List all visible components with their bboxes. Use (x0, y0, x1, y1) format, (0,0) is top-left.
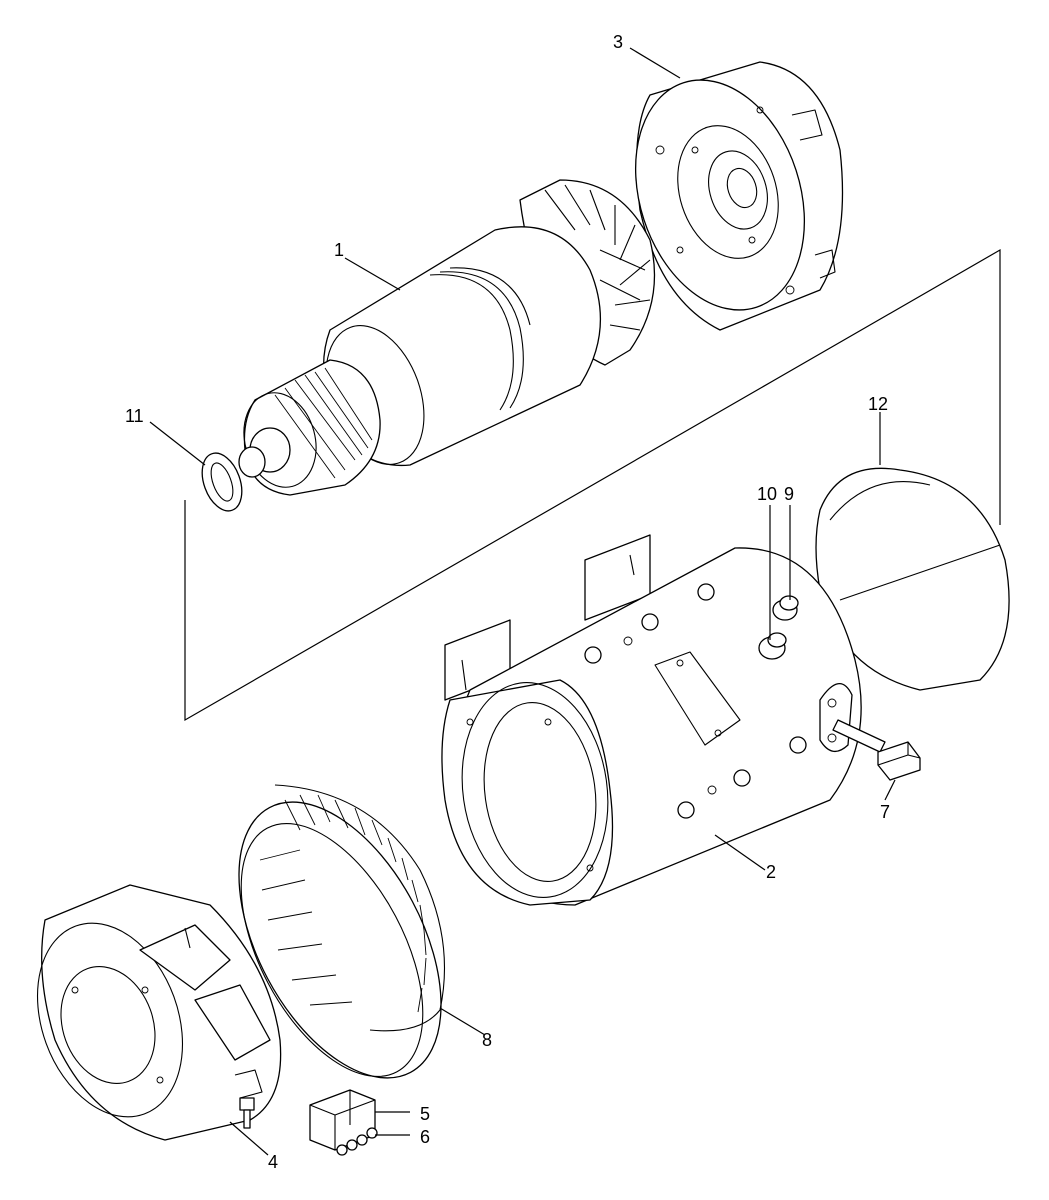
callout-9: 9 (784, 484, 794, 504)
callout-7: 7 (880, 802, 890, 822)
part-11-ring (201, 452, 243, 512)
callout-12: 12 (868, 394, 888, 414)
callout-3: 3 (613, 32, 623, 52)
callout-6: 6 (420, 1127, 430, 1147)
part-5-terminal-block (309, 1089, 376, 1151)
callout-8: 8 (482, 1030, 492, 1050)
part-4-end-shield (36, 884, 282, 1141)
callout-2: 2 (766, 862, 776, 882)
part-3-end-shield (634, 61, 844, 331)
part-10-stud (758, 632, 787, 660)
part-9-stud (772, 595, 799, 621)
part-2-housing (441, 534, 862, 906)
part-1-armature (238, 179, 656, 496)
leader-lines (149, 47, 896, 1156)
callout-1: 1 (334, 240, 344, 260)
callout-labels: 1 2 3 4 5 6 7 8 9 10 11 12 (125, 32, 890, 1172)
assembly-bracket-line (184, 248, 1001, 722)
part-7-sensor (832, 719, 921, 781)
part-6-terminal-posts (336, 1127, 378, 1156)
callout-11: 11 (125, 406, 144, 426)
callout-4: 4 (268, 1152, 278, 1172)
callout-5: 5 (420, 1104, 430, 1124)
callout-10: 10 (757, 484, 777, 504)
part-8-grille (238, 784, 446, 1079)
